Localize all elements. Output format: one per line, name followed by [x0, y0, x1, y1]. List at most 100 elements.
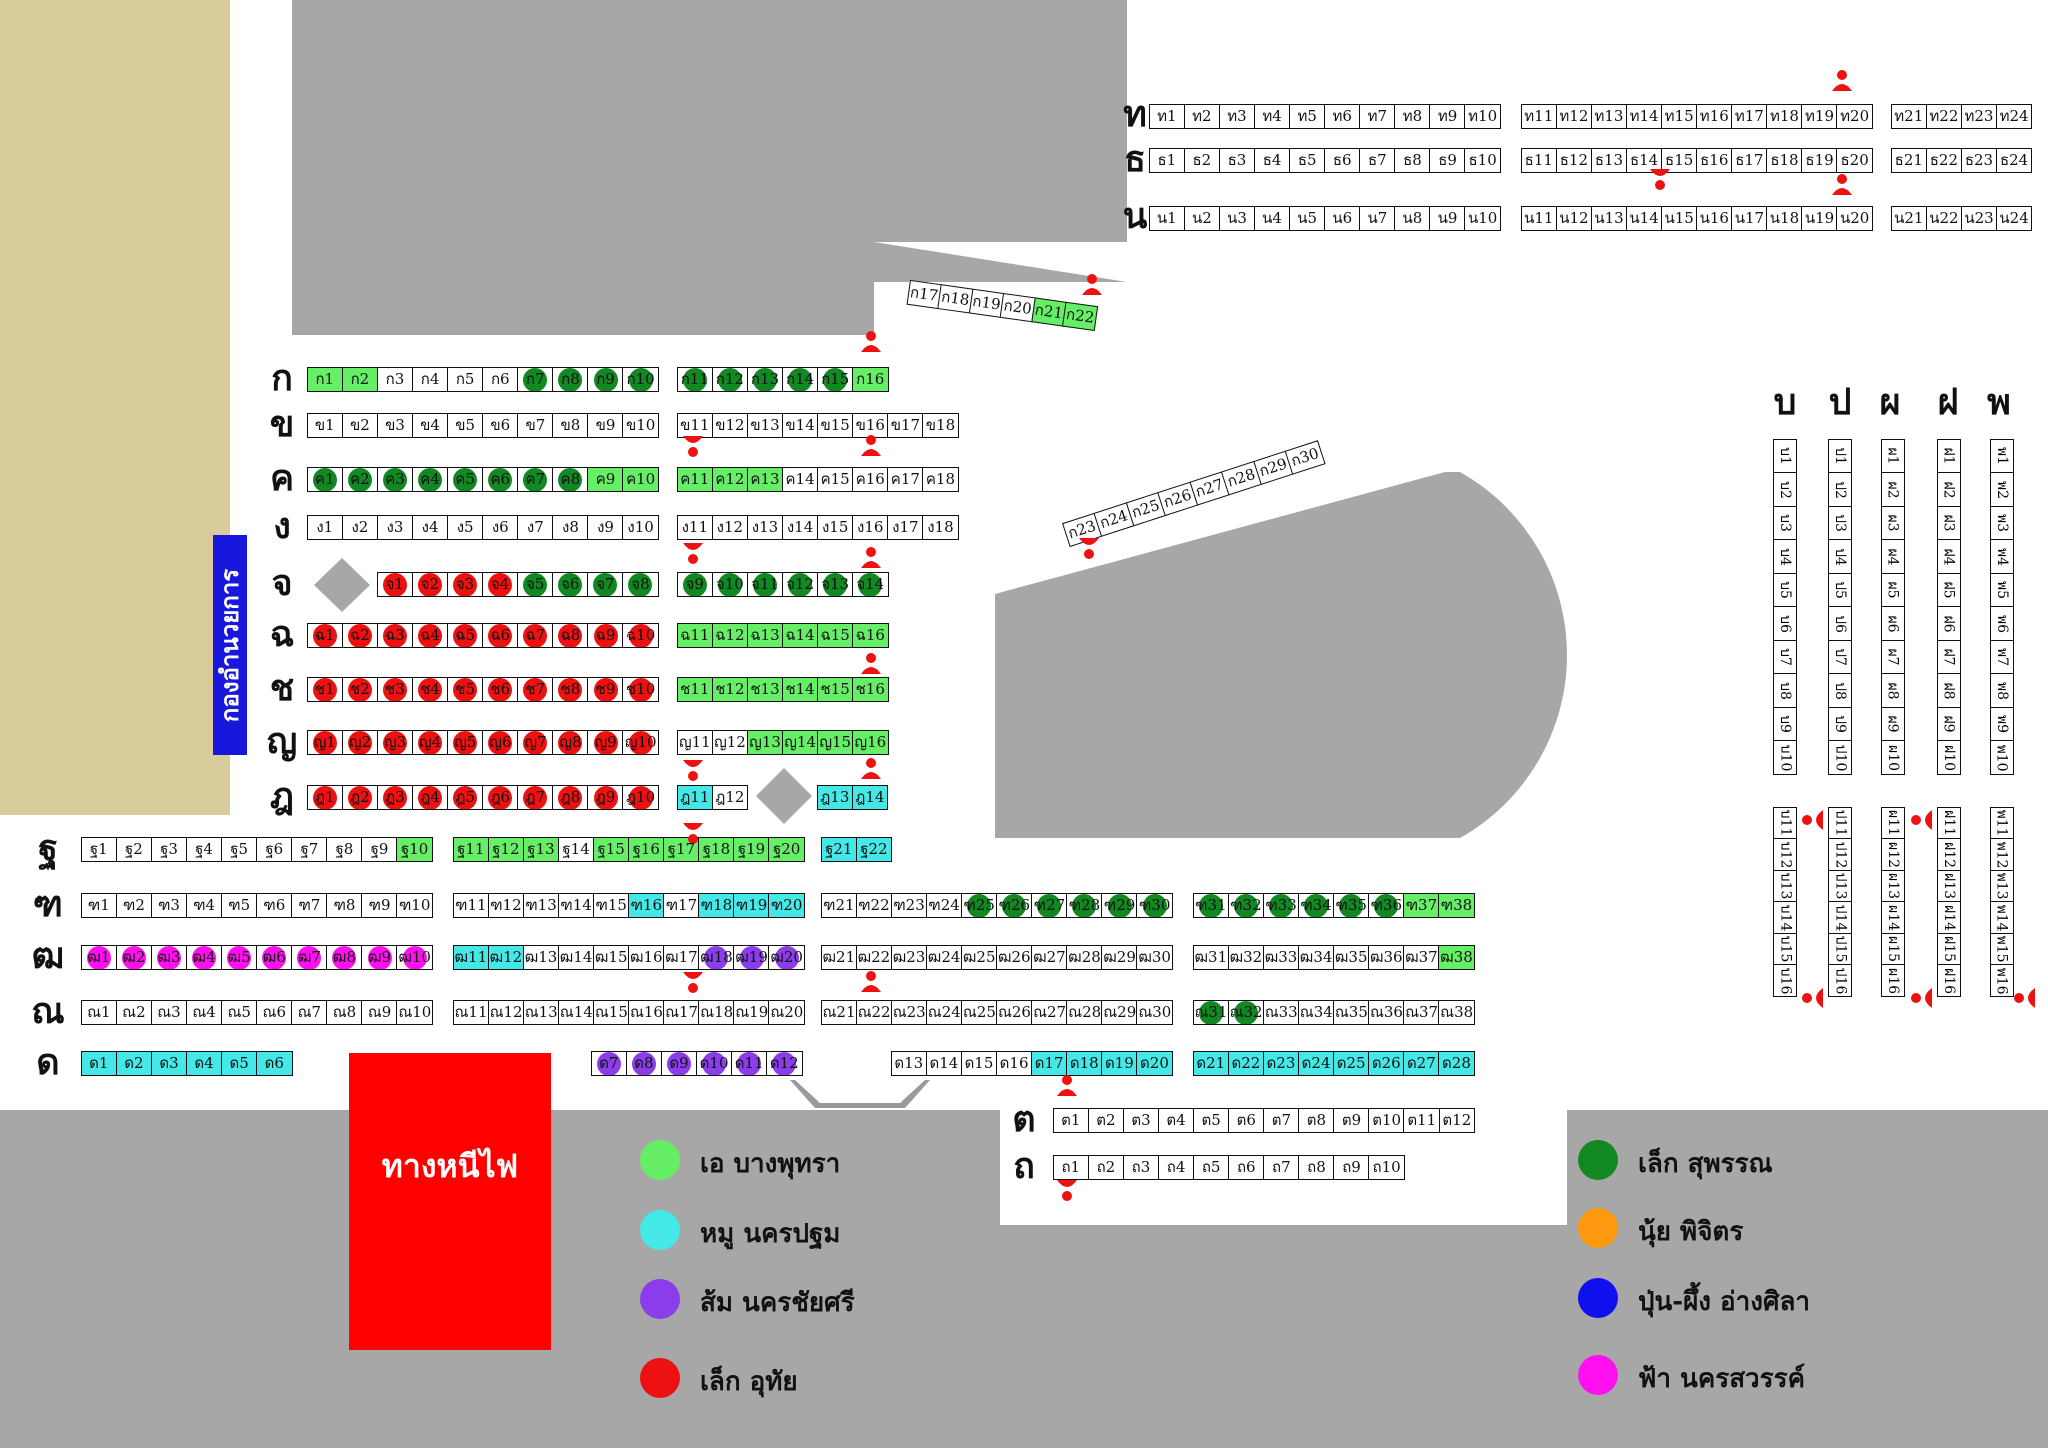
booth-ง2[interactable]: ง2 [341, 515, 379, 540]
booth-น18[interactable]: น18 [1766, 206, 1803, 231]
booth-พ14[interactable]: พ14 [1990, 901, 2014, 934]
booth-ฉ9[interactable]: ฉ9 [587, 623, 624, 648]
booth-ฒ5[interactable]: ฒ5 [220, 945, 258, 970]
booth-ฒ38[interactable]: ฒ38 [1438, 945, 1475, 970]
booth-ข2[interactable]: ข2 [341, 413, 379, 438]
booth-ด7[interactable]: ด7 [590, 1051, 628, 1076]
booth-ธ18[interactable]: ธ18 [1766, 148, 1803, 173]
booth-ฐ16[interactable]: ฐ16 [627, 837, 665, 862]
booth-ฑ5[interactable]: ฑ5 [220, 893, 258, 918]
booth-ณ22[interactable]: ณ22 [855, 1000, 893, 1025]
booth-ช1[interactable]: ช1 [306, 677, 344, 702]
booth-ก21[interactable]: ก21 [1030, 297, 1067, 327]
booth-ผ5[interactable]: ผ5 [1881, 572, 1905, 608]
booth-ก10[interactable]: ก10 [622, 367, 659, 392]
booth-ฒ14[interactable]: ฒ14 [557, 945, 595, 970]
booth-จ4[interactable]: จ4 [481, 572, 519, 597]
booth-ฝ5[interactable]: ฝ5 [1937, 572, 1961, 608]
booth-ณ38[interactable]: ณ38 [1438, 1000, 1475, 1025]
booth-น24[interactable]: น24 [1995, 206, 2033, 231]
booth-ท19[interactable]: ท19 [1801, 104, 1838, 129]
booth-ต3[interactable]: ต3 [1122, 1108, 1160, 1133]
booth-บ3[interactable]: บ3 [1773, 505, 1797, 541]
booth-ค8[interactable]: ค8 [552, 467, 589, 492]
booth-ฒ15[interactable]: ฒ15 [592, 945, 630, 970]
booth-ค4[interactable]: ค4 [411, 467, 449, 492]
booth-ท13[interactable]: ท13 [1590, 104, 1628, 129]
booth-ฑ38[interactable]: ฑ38 [1438, 893, 1475, 918]
booth-ธ2[interactable]: ธ2 [1183, 148, 1221, 173]
booth-บ6[interactable]: บ6 [1773, 606, 1797, 641]
booth-ฒ20[interactable]: ฒ20 [768, 945, 805, 970]
booth-ฉ16[interactable]: ฉ16 [851, 623, 889, 648]
booth-ช8[interactable]: ช8 [552, 677, 589, 702]
booth-ฐ5[interactable]: ฐ5 [220, 837, 258, 862]
booth-ถ5[interactable]: ถ5 [1192, 1155, 1230, 1180]
booth-จ7[interactable]: จ7 [587, 572, 624, 597]
booth-ป9[interactable]: ป9 [1828, 706, 1852, 742]
booth-ท6[interactable]: ท6 [1323, 104, 1361, 129]
booth-บ2[interactable]: บ2 [1773, 472, 1797, 507]
booth-ฑ11[interactable]: ฑ11 [452, 893, 490, 918]
booth-น23[interactable]: น23 [1960, 206, 1998, 231]
booth-ง18[interactable]: ง18 [922, 515, 959, 540]
booth-ฐ8[interactable]: ฐ8 [326, 837, 363, 862]
booth-บ13[interactable]: บ13 [1773, 869, 1797, 903]
booth-ก20[interactable]: ก20 [999, 292, 1036, 323]
booth-ฎ6[interactable]: ฎ6 [481, 785, 519, 810]
booth-น14[interactable]: น14 [1625, 206, 1663, 231]
booth-ต1[interactable]: ต1 [1052, 1108, 1090, 1133]
booth-ด6[interactable]: ด6 [255, 1051, 293, 1076]
booth-ณ13[interactable]: ณ13 [522, 1000, 560, 1025]
booth-ป6[interactable]: ป6 [1828, 606, 1852, 641]
booth-ช3[interactable]: ช3 [376, 677, 414, 702]
booth-ท23[interactable]: ท23 [1960, 104, 1998, 129]
booth-ญ13[interactable]: ญ13 [746, 730, 784, 755]
booth-ต5[interactable]: ต5 [1192, 1108, 1230, 1133]
booth-ค10[interactable]: ค10 [622, 467, 659, 492]
booth-ก18[interactable]: ก18 [937, 284, 974, 314]
booth-พ13[interactable]: พ13 [1990, 869, 2014, 903]
booth-ข13[interactable]: ข13 [746, 413, 784, 438]
booth-ผ10[interactable]: ผ10 [1881, 740, 1905, 775]
booth-ฒ33[interactable]: ฒ33 [1262, 945, 1300, 970]
booth-ง5[interactable]: ง5 [446, 515, 484, 540]
booth-ก8[interactable]: ก8 [552, 367, 589, 392]
booth-ฝ15[interactable]: ฝ15 [1937, 932, 1961, 966]
booth-ธ7[interactable]: ธ7 [1359, 148, 1396, 173]
booth-ธ15[interactable]: ธ15 [1660, 148, 1698, 173]
booth-ฐ18[interactable]: ฐ18 [698, 837, 735, 862]
booth-พ10[interactable]: พ10 [1990, 740, 2014, 775]
booth-ฒ28[interactable]: ฒ28 [1066, 945, 1103, 970]
booth-ด23[interactable]: ด23 [1262, 1051, 1300, 1076]
booth-ฑ9[interactable]: ฑ9 [361, 893, 398, 918]
booth-ท12[interactable]: ท12 [1555, 104, 1593, 129]
booth-ฒ30[interactable]: ฒ30 [1136, 945, 1173, 970]
booth-บ15[interactable]: บ15 [1773, 932, 1797, 966]
booth-ฉ11[interactable]: ฉ11 [676, 623, 714, 648]
booth-ฑ37[interactable]: ฑ37 [1403, 893, 1440, 918]
booth-ถ8[interactable]: ถ8 [1298, 1155, 1335, 1180]
booth-ป8[interactable]: ป8 [1828, 673, 1852, 708]
booth-ณ2[interactable]: ณ2 [115, 1000, 153, 1025]
booth-จ2[interactable]: จ2 [411, 572, 449, 597]
booth-ณ17[interactable]: ณ17 [663, 1000, 700, 1025]
booth-ช10[interactable]: ช10 [622, 677, 659, 702]
booth-ก16[interactable]: ก16 [851, 367, 889, 392]
booth-บ7[interactable]: บ7 [1773, 639, 1797, 675]
booth-พ4[interactable]: พ4 [1990, 539, 2014, 574]
booth-ฉ6[interactable]: ฉ6 [481, 623, 519, 648]
booth-น5[interactable]: น5 [1288, 206, 1326, 231]
booth-ฒ2[interactable]: ฒ2 [115, 945, 153, 970]
booth-ท21[interactable]: ท21 [1890, 104, 1928, 129]
booth-ก3[interactable]: ก3 [376, 367, 414, 392]
booth-ฉ5[interactable]: ฉ5 [446, 623, 484, 648]
booth-ฑ36[interactable]: ฑ36 [1367, 893, 1405, 918]
booth-ฝ2[interactable]: ฝ2 [1937, 472, 1961, 507]
booth-ง1[interactable]: ง1 [306, 515, 344, 540]
booth-ฑ10[interactable]: ฑ10 [396, 893, 433, 918]
booth-ฐ11[interactable]: ฐ11 [452, 837, 490, 862]
booth-ช13[interactable]: ช13 [746, 677, 784, 702]
booth-ฒ17[interactable]: ฒ17 [663, 945, 700, 970]
booth-ฑ30[interactable]: ฑ30 [1136, 893, 1173, 918]
